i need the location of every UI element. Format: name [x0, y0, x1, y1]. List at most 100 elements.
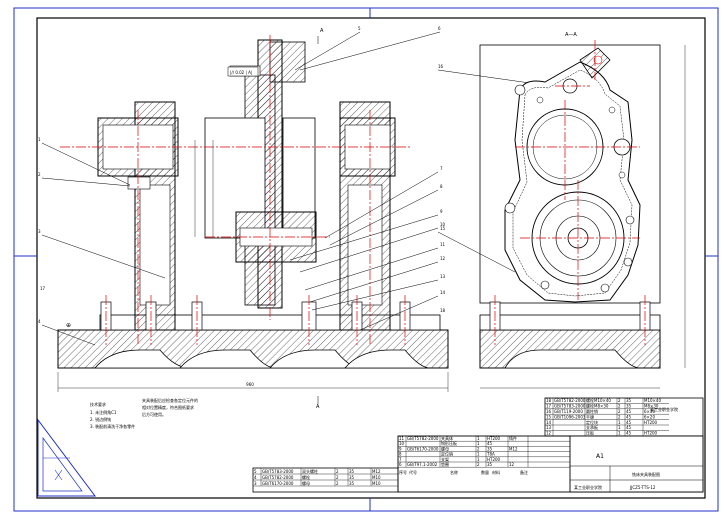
table-cell: 6 — [399, 462, 402, 467]
title-block-drawing-no: JJCZ5-TTS-12 — [629, 485, 656, 490]
table-cell: GB/T97.1-2002 — [407, 462, 438, 467]
note-line-1: 1. 未注倒角C1 — [90, 409, 117, 415]
bom-header-cell: 序号 — [399, 469, 407, 475]
part-label-2: 2 — [38, 172, 41, 177]
table-cell: 35 — [487, 462, 493, 467]
table-cell: 18 — [546, 398, 552, 403]
table-cell: 45 — [626, 414, 632, 419]
corner-title-logo — [37, 418, 96, 497]
overall-width-dimension: 960 — [246, 382, 254, 387]
part-label-6: 6 — [438, 26, 441, 31]
table-cell: GB/T5782-2000 — [554, 398, 586, 403]
table-cell: 2 — [336, 469, 339, 474]
table-cell: 螺栓M10×40 — [586, 397, 611, 403]
table-cell: 45 — [487, 441, 493, 446]
title-block-company-upper: 某工业职业学院 — [650, 406, 678, 412]
table-cell: 螺栓 — [302, 474, 310, 480]
table-cell: HT200 — [644, 431, 658, 436]
table-cell: HT200 — [487, 436, 501, 441]
table-cell: 17 — [546, 404, 552, 409]
part-label-10: 10 — [440, 222, 446, 227]
table-cell: 15 — [546, 414, 552, 419]
note-line-2: 2. 锐边倒钝 — [90, 416, 111, 422]
table-cell: 45 — [626, 431, 632, 436]
table-cell: 12 — [509, 462, 515, 467]
table-cell: 支承板 — [586, 424, 598, 430]
table-cell: 圆柱销 — [586, 408, 598, 414]
bom-header-cell: 数量 — [481, 469, 489, 475]
table-cell: 11 — [399, 436, 405, 441]
part-label-18: 18 — [440, 308, 446, 313]
table-cell: 45 — [626, 409, 632, 414]
note-extra-3: 后方可使用。 — [142, 411, 166, 417]
table-cell: 2 — [618, 404, 621, 409]
table-cell: 螺母 — [302, 480, 310, 486]
table-cell: 1 — [618, 420, 621, 425]
table-cell: 35 — [349, 469, 355, 474]
section-marker-bottom: A — [316, 404, 320, 410]
table-cell: 3 — [254, 481, 257, 486]
table-cell: GB/T6170-2000 — [407, 446, 439, 451]
technical-notes: 技术要求 1. 未注倒角C1 2. 锐边倒钝 3. 装配前清洗干净各零件 夹具装… — [90, 397, 198, 429]
bom-header-cell: 名称 — [450, 469, 458, 475]
table-cell: 压板 — [586, 430, 594, 436]
table-cell: 夹具体 — [441, 435, 453, 441]
part-label-14: 14 — [440, 290, 446, 295]
table-cell: 2 — [618, 414, 621, 419]
part-label-17: 17 — [40, 286, 46, 291]
table-cell: HT200 — [644, 420, 658, 425]
table-cell: 35 — [349, 481, 355, 486]
table-cell: 10 — [399, 441, 405, 446]
table-cell: 定位块 — [586, 419, 598, 425]
part-label-7: 7 — [440, 166, 443, 171]
table-cell: 7 — [399, 457, 402, 462]
table-cell: GB/T119-2000 — [554, 409, 583, 414]
note-line-3: 3. 装配前清洗干净各零件 — [90, 423, 135, 429]
table-cell: GB/T6170-2000 — [262, 481, 294, 486]
table-cell: M10 — [372, 475, 381, 480]
table-cell: 4 — [254, 475, 257, 480]
table-cell: GB/T5783-2000 — [554, 404, 586, 409]
table-cell: 2 — [477, 446, 480, 451]
table-cell: 14 — [546, 420, 552, 425]
note-extra-2: 相对位置精度，符合图纸要求 — [142, 404, 194, 410]
table-cell: HT200 — [487, 457, 501, 462]
table-cell: 1 — [477, 441, 480, 446]
table-cell: GB/T1096-2003 — [554, 414, 586, 419]
table-cell: 铸件 — [509, 435, 517, 441]
table-cell: 螺栓M8×30 — [586, 403, 609, 409]
table-cell: 2 — [618, 409, 621, 414]
table-cell: M12 — [372, 469, 381, 474]
table-cell: 定位销 — [441, 451, 453, 457]
section-view-title: A—A — [565, 32, 577, 38]
table-cell: 垫圈 — [441, 461, 449, 467]
table-cell: M10×40 — [644, 398, 661, 403]
table-cell: 1 — [477, 457, 480, 462]
table-cell: 1 — [477, 452, 480, 457]
table-cell: 35 — [349, 475, 355, 480]
table-cell: 1 — [618, 425, 621, 430]
tolerance-frame: |// 0.02 | A| — [230, 70, 252, 75]
table-cell: 2 — [477, 462, 480, 467]
table-cell: GB/T5783-2000 — [262, 469, 294, 474]
title-block-name: 铣床夹具装配图 — [632, 471, 660, 477]
bom-header: 序号代号名称数量材料备注 — [399, 469, 528, 475]
table-cell: M12 — [509, 446, 518, 451]
table-cell: GB/T5782-2000 — [407, 436, 439, 441]
section-marker-top: A — [320, 28, 324, 34]
part-label-5: 5 — [358, 26, 361, 31]
table-cell: 35 — [626, 404, 632, 409]
part-label-1: 1 — [38, 137, 41, 142]
bom-header-cell: 备注 — [520, 469, 528, 475]
table-cell: M8×30 — [644, 404, 659, 409]
table-cell: 2 — [336, 481, 339, 486]
sheet-inner-border — [36, 17, 706, 499]
table-cell: 1 — [477, 436, 480, 441]
section-view-aa: A—A — [479, 32, 686, 389]
note-extra-1: 夹具装配后应检查各定位元件的 — [142, 397, 198, 403]
table-cell: 平键 — [586, 413, 594, 419]
table-cell: 45 — [626, 420, 632, 425]
